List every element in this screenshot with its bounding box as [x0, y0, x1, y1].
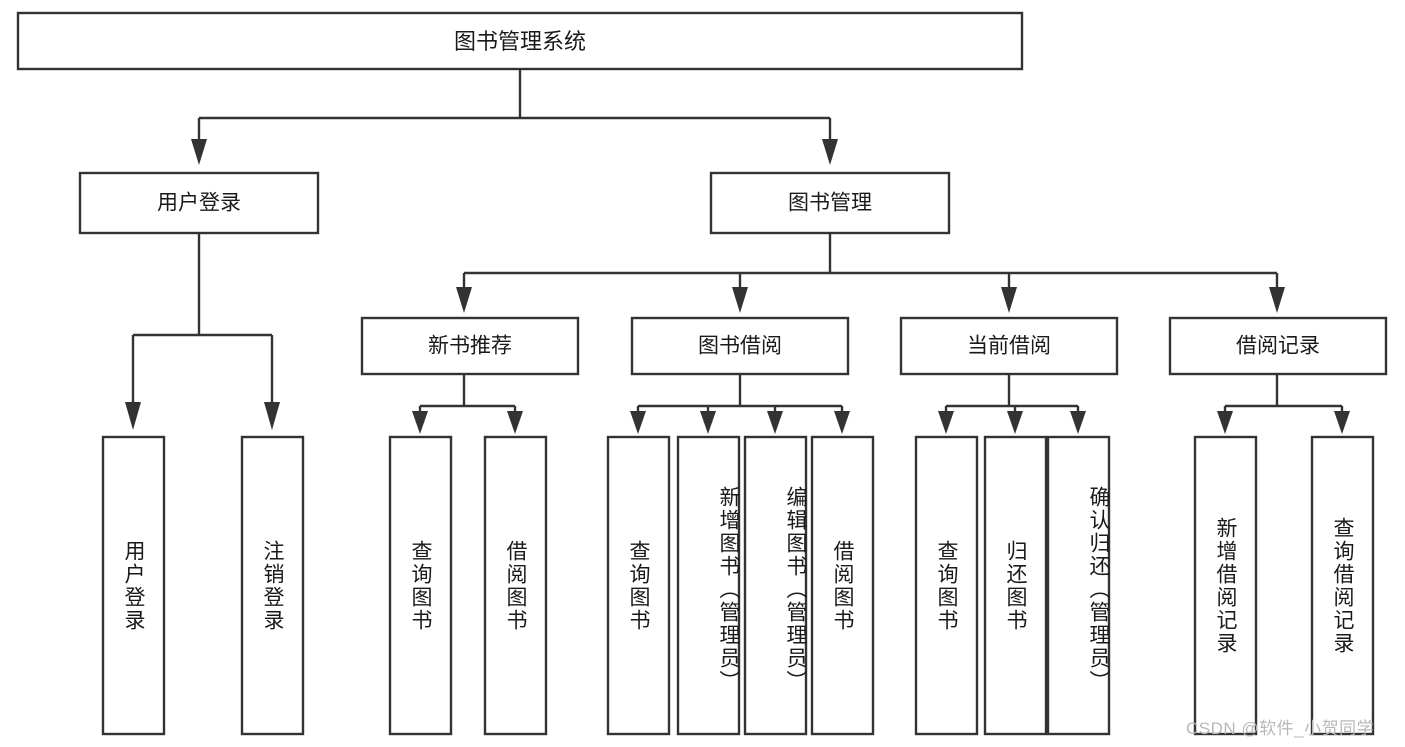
- node-new-book-recommend-label: 新书推荐: [428, 335, 512, 358]
- leaf-box-nb-query-book[interactable]: [388, 435, 453, 736]
- connector-layer: [125, 69, 1350, 434]
- arrow-head-cb-leaf-3: [1070, 411, 1086, 434]
- node-book-borrow[interactable]: 图书借阅: [630, 316, 850, 376]
- arrow-head-book-mgmt: [822, 139, 838, 165]
- arrow-head-bb-leaf-1: [630, 411, 646, 434]
- leaf-box-nb-borrow-book[interactable]: [483, 435, 548, 736]
- node-user-login[interactable]: 用户登录: [78, 171, 320, 235]
- leaf-box-bb-add-book[interactable]: [676, 435, 741, 736]
- node-new-book-recommend[interactable]: 新书推荐: [360, 316, 580, 376]
- arrow-head-current-borrow: [1001, 287, 1017, 313]
- arrow-head-bb-leaf-4: [834, 411, 850, 434]
- node-user-login-box[interactable]: [78, 171, 320, 235]
- node-borrow-record-box[interactable]: [1168, 316, 1388, 376]
- leaf-box-logout[interactable]: [240, 435, 305, 736]
- arrow-head-bb-leaf-2: [700, 411, 716, 434]
- node-layer: 图书管理系统 用户登录 图书管理 新书推荐 图书借阅 当前: [16, 11, 1388, 736]
- arrow-head-bb-leaf-3: [767, 411, 783, 434]
- arrow-head-leaf-user-login: [125, 402, 141, 430]
- node-current-borrow-label: 当前借阅: [967, 335, 1051, 358]
- node-book-management[interactable]: 图书管理: [709, 171, 951, 235]
- node-user-login-label: 用户登录: [157, 192, 241, 215]
- arrow-head-cb-leaf-1: [938, 411, 954, 434]
- leaf-box-cb-confirm-return[interactable]: [1046, 435, 1111, 736]
- node-current-borrow[interactable]: 当前借阅: [899, 316, 1119, 376]
- leaf-box-br-add-record[interactable]: [1193, 435, 1258, 736]
- node-book-management-box[interactable]: [709, 171, 951, 235]
- node-borrow-record[interactable]: 借阅记录: [1168, 316, 1388, 376]
- leaf-box-bb-edit-book[interactable]: [743, 435, 808, 736]
- arrow-head-book-borrow: [732, 287, 748, 313]
- arrow-head-new-book: [456, 287, 472, 313]
- leaf-box-cb-query-book[interactable]: [914, 435, 979, 736]
- arrow-head-nb-leaf-2: [507, 411, 523, 434]
- arrow-head-br-leaf-2: [1334, 411, 1350, 434]
- arrow-head-cb-leaf-2: [1007, 411, 1023, 434]
- arrow-head-br-leaf-1: [1217, 411, 1233, 434]
- node-current-borrow-box[interactable]: [899, 316, 1119, 376]
- arrow-head-nb-leaf-1: [412, 411, 428, 434]
- leaf-box-bb-borrow-book[interactable]: [810, 435, 875, 736]
- leaf-box-user-login[interactable]: [101, 435, 166, 736]
- arrow-head-leaf-logout: [264, 402, 280, 430]
- node-new-book-recommend-box[interactable]: [360, 316, 580, 376]
- arrow-head-borrow-record: [1269, 287, 1285, 313]
- node-root-box[interactable]: [16, 11, 1024, 71]
- leaf-box-bb-query-book[interactable]: [606, 435, 671, 736]
- leaf-box-br-query-record[interactable]: [1310, 435, 1375, 736]
- node-book-borrow-box[interactable]: [630, 316, 850, 376]
- node-borrow-record-label: 借阅记录: [1236, 335, 1320, 358]
- arrow-head-user-login: [191, 139, 207, 165]
- node-root[interactable]: 图书管理系统: [16, 11, 1024, 71]
- node-book-management-label: 图书管理: [788, 192, 872, 215]
- node-root-label: 图书管理系统: [454, 29, 586, 54]
- node-book-borrow-label: 图书借阅: [698, 335, 782, 358]
- leaf-box-cb-return-book[interactable]: [983, 435, 1048, 736]
- csdn-watermark: CSDN @软件_小贺同学: [1186, 719, 1375, 738]
